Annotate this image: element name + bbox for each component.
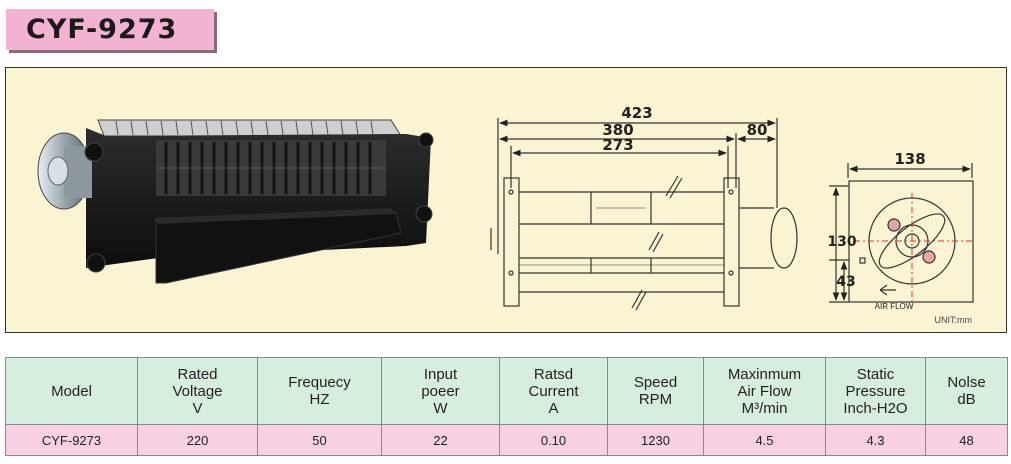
col-header-max-air-flow: Maxinmum Air Flow M³/min xyxy=(703,357,826,425)
col-header-static-pressure: Static Pressure Inch-H2O xyxy=(825,357,926,425)
col-header-rated-voltage: Rated Voltage V xyxy=(137,357,258,425)
col-header-frequency: Frequecy HZ xyxy=(257,357,382,425)
dim-body-length: 380 xyxy=(602,121,633,139)
cell-max-air-flow: 4.5 xyxy=(703,424,826,456)
side-view-drawing xyxy=(490,118,798,311)
cell-rated-current: 0.10 xyxy=(499,424,608,456)
col-header-model: Model xyxy=(5,357,138,425)
col-header-speed: Speed RPM xyxy=(607,357,704,425)
dim-width: 138 xyxy=(894,150,925,168)
table-row: CYF-9273 220 50 22 0.10 1230 4.5 4.3 48 xyxy=(5,424,1008,456)
product-drawing-panel: 423 380 80 273 138 130 43 AIR FLOW UNIT:… xyxy=(5,67,1007,333)
cell-rated-voltage: 220 xyxy=(137,424,258,456)
cell-static-pressure: 4.3 xyxy=(825,424,926,456)
cell-speed: 1230 xyxy=(607,424,704,456)
col-header-noise: Nolse dB xyxy=(925,357,1008,425)
dim-outlet-length: 273 xyxy=(602,136,633,154)
dim-height: 130 xyxy=(827,234,856,250)
dim-axis-height: 43 xyxy=(836,274,855,290)
spec-table-header: Model Rated Voltage V Frequecy HZ Input … xyxy=(5,357,1008,425)
drawing-canvas: 423 380 80 273 138 130 43 AIR FLOW UNIT:… xyxy=(37,104,974,325)
model-title: CYF-9273 xyxy=(26,14,178,45)
cell-noise: 48 xyxy=(925,424,1008,456)
unit-label: UNIT:mm xyxy=(935,315,973,325)
cell-input-power: 22 xyxy=(381,424,500,456)
col-header-rated-current: Ratsd Current A xyxy=(499,357,608,425)
model-title-tab: CYF-9273 xyxy=(6,9,214,50)
col-header-input-power: Input poeer W xyxy=(381,357,500,425)
front-view-drawing xyxy=(829,163,974,308)
dim-motor-length: 80 xyxy=(747,121,768,139)
spec-table: Model Rated Voltage V Frequecy HZ Input … xyxy=(5,357,1008,456)
cell-model: CYF-9273 xyxy=(5,424,138,456)
cell-frequency: 50 xyxy=(257,424,382,456)
fan-product-photo xyxy=(37,119,434,284)
dim-overall-length: 423 xyxy=(621,104,652,122)
airflow-label: AIR FLOW xyxy=(875,302,914,311)
